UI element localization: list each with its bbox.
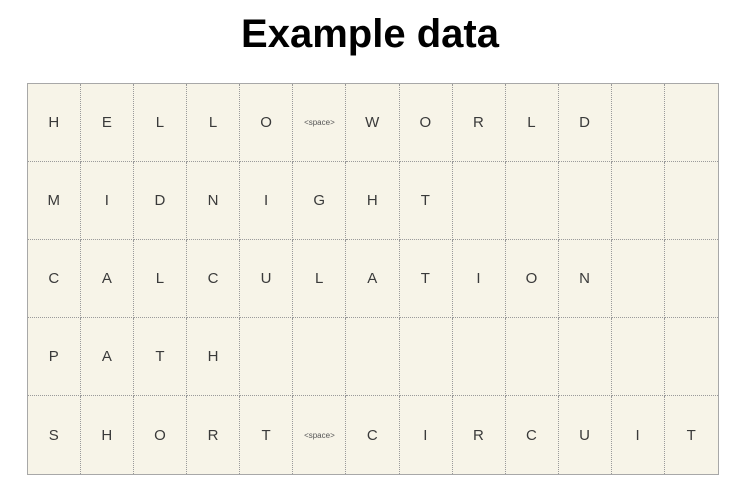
char-cell: D [558, 84, 612, 162]
char-cell: O [240, 84, 294, 162]
char-cell: O [134, 396, 188, 474]
space-cell: <space> [293, 84, 347, 162]
char-cell: U [240, 240, 294, 318]
char-cell: G [293, 162, 347, 240]
empty-cell [293, 318, 347, 396]
char-cell: T [399, 162, 453, 240]
empty-cell [558, 318, 612, 396]
char-cell: T [134, 318, 188, 396]
empty-cell [611, 240, 665, 318]
space-cell: <space> [293, 396, 347, 474]
empty-cell [611, 318, 665, 396]
empty-cell [611, 162, 665, 240]
char-cell: M [28, 162, 82, 240]
char-cell: I [452, 240, 506, 318]
char-cell: H [346, 162, 400, 240]
char-cell: I [81, 162, 135, 240]
char-cell: N [558, 240, 612, 318]
empty-cell [346, 318, 400, 396]
char-cell: R [187, 396, 241, 474]
char-cell: A [81, 240, 135, 318]
char-cell: H [187, 318, 241, 396]
char-cell: R [452, 84, 506, 162]
char-cell: O [399, 84, 453, 162]
empty-cell [505, 318, 559, 396]
char-cell: C [187, 240, 241, 318]
char-cell: L [293, 240, 347, 318]
char-cell: L [505, 84, 559, 162]
empty-cell [240, 318, 294, 396]
empty-cell [399, 318, 453, 396]
char-cell: H [28, 84, 82, 162]
empty-cell [664, 240, 718, 318]
empty-cell [452, 318, 506, 396]
char-cell: L [134, 240, 188, 318]
char-cell: P [28, 318, 82, 396]
empty-cell [664, 318, 718, 396]
char-cell: W [346, 84, 400, 162]
char-cell: L [187, 84, 241, 162]
page-title: Example data [241, 12, 499, 56]
char-cell: H [81, 396, 135, 474]
empty-cell [611, 84, 665, 162]
char-cell: C [346, 396, 400, 474]
char-cell: S [28, 396, 82, 474]
empty-cell [664, 162, 718, 240]
char-cell: E [81, 84, 135, 162]
char-cell: A [346, 240, 400, 318]
char-cell: A [81, 318, 135, 396]
char-cell: O [505, 240, 559, 318]
char-cell: C [506, 396, 559, 474]
char-cell: D [134, 162, 188, 240]
char-cell: T [686, 426, 697, 444]
char-cell: R [453, 396, 506, 474]
char-cell: L [134, 84, 188, 162]
char-cell: N [187, 162, 241, 240]
char-cell: I [400, 396, 453, 474]
char-cell: T [399, 240, 453, 318]
char-cell: T [240, 396, 294, 474]
char-cell: U [559, 396, 612, 474]
char-cell: I [612, 396, 665, 474]
empty-cell [558, 162, 612, 240]
empty-cell [664, 84, 718, 162]
empty-cell [505, 162, 559, 240]
empty-cell [452, 162, 506, 240]
char-cell: C [28, 240, 82, 318]
char-cell: I [240, 162, 294, 240]
